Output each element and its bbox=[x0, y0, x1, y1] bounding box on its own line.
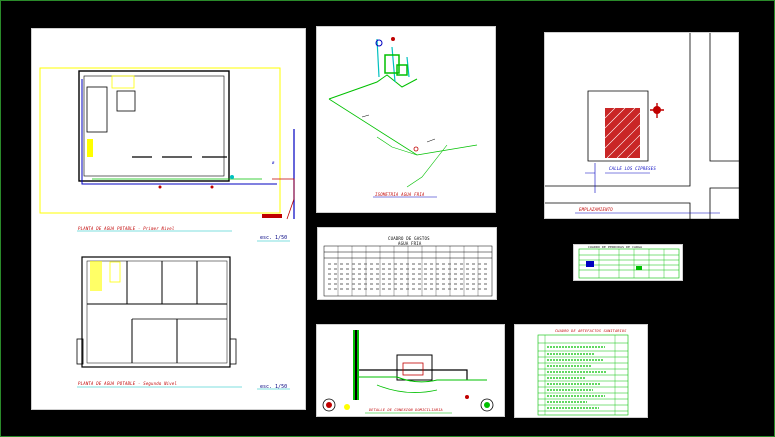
svg-text:ø: ø bbox=[272, 160, 275, 165]
location-caption: EMPLAZAMIENTO bbox=[579, 207, 613, 212]
legend-title: CUADRO DE PERDIDAS DE CARGA bbox=[588, 245, 643, 249]
plan1-caption: PLANTA DE AGUA POTABLE - Primer Nivel bbox=[78, 226, 175, 231]
plan2-caption: PLANTA DE AGUA POTABLE - Segundo Nivel bbox=[78, 381, 178, 386]
legend-drawing bbox=[578, 248, 680, 279]
fixtures-title: CUADRO DE ARTEFACTOS SANITARIOS bbox=[555, 329, 627, 333]
flow-table-subtitle: AGUA FRIA bbox=[398, 241, 422, 246]
isometric-caption: ISOMETRIA AGUA FRIA bbox=[375, 192, 425, 197]
isometric-sheet[interactable]: ISOMETRIA AGUA FRIA bbox=[316, 26, 496, 213]
flow-table-title: CUADRO DE GASTOS bbox=[388, 236, 430, 241]
fixtures-drawing bbox=[537, 334, 629, 416]
flow-table-drawing bbox=[323, 245, 493, 297]
street-label: CALLE LOS CIPRESES bbox=[609, 166, 656, 171]
plan1-scale: esc. 1/50 bbox=[260, 235, 288, 241]
legend-sheet[interactable]: CUADRO DE PERDIDAS DE CARGA bbox=[573, 244, 683, 281]
floor-plans-sheet[interactable]: ø PLANTA DE AGUA POTABLE - Primer Nivel … bbox=[31, 28, 306, 410]
detail-caption: DETALLE DE CONEXION DOMICILIARIA bbox=[369, 408, 443, 412]
detail-drawing bbox=[322, 330, 494, 414]
detail-sheet[interactable]: DETALLE DE CONEXION DOMICILIARIA bbox=[316, 324, 505, 417]
isometric-drawing bbox=[328, 37, 478, 198]
plan2-scale: esc. 1/50 bbox=[260, 384, 288, 390]
flow-table-sheet[interactable]: CUADRO DE GASTOS AGUA FRIA bbox=[317, 227, 497, 300]
floor-plans-drawing: ø bbox=[39, 67, 295, 390]
fixtures-sheet[interactable]: CUADRO DE ARTEFACTOS SANITARIOS bbox=[514, 324, 648, 418]
location-drawing bbox=[545, 33, 740, 220]
location-sheet[interactable]: CALLE LOS CIPRESES EMPLAZAMIENTO bbox=[544, 32, 740, 220]
